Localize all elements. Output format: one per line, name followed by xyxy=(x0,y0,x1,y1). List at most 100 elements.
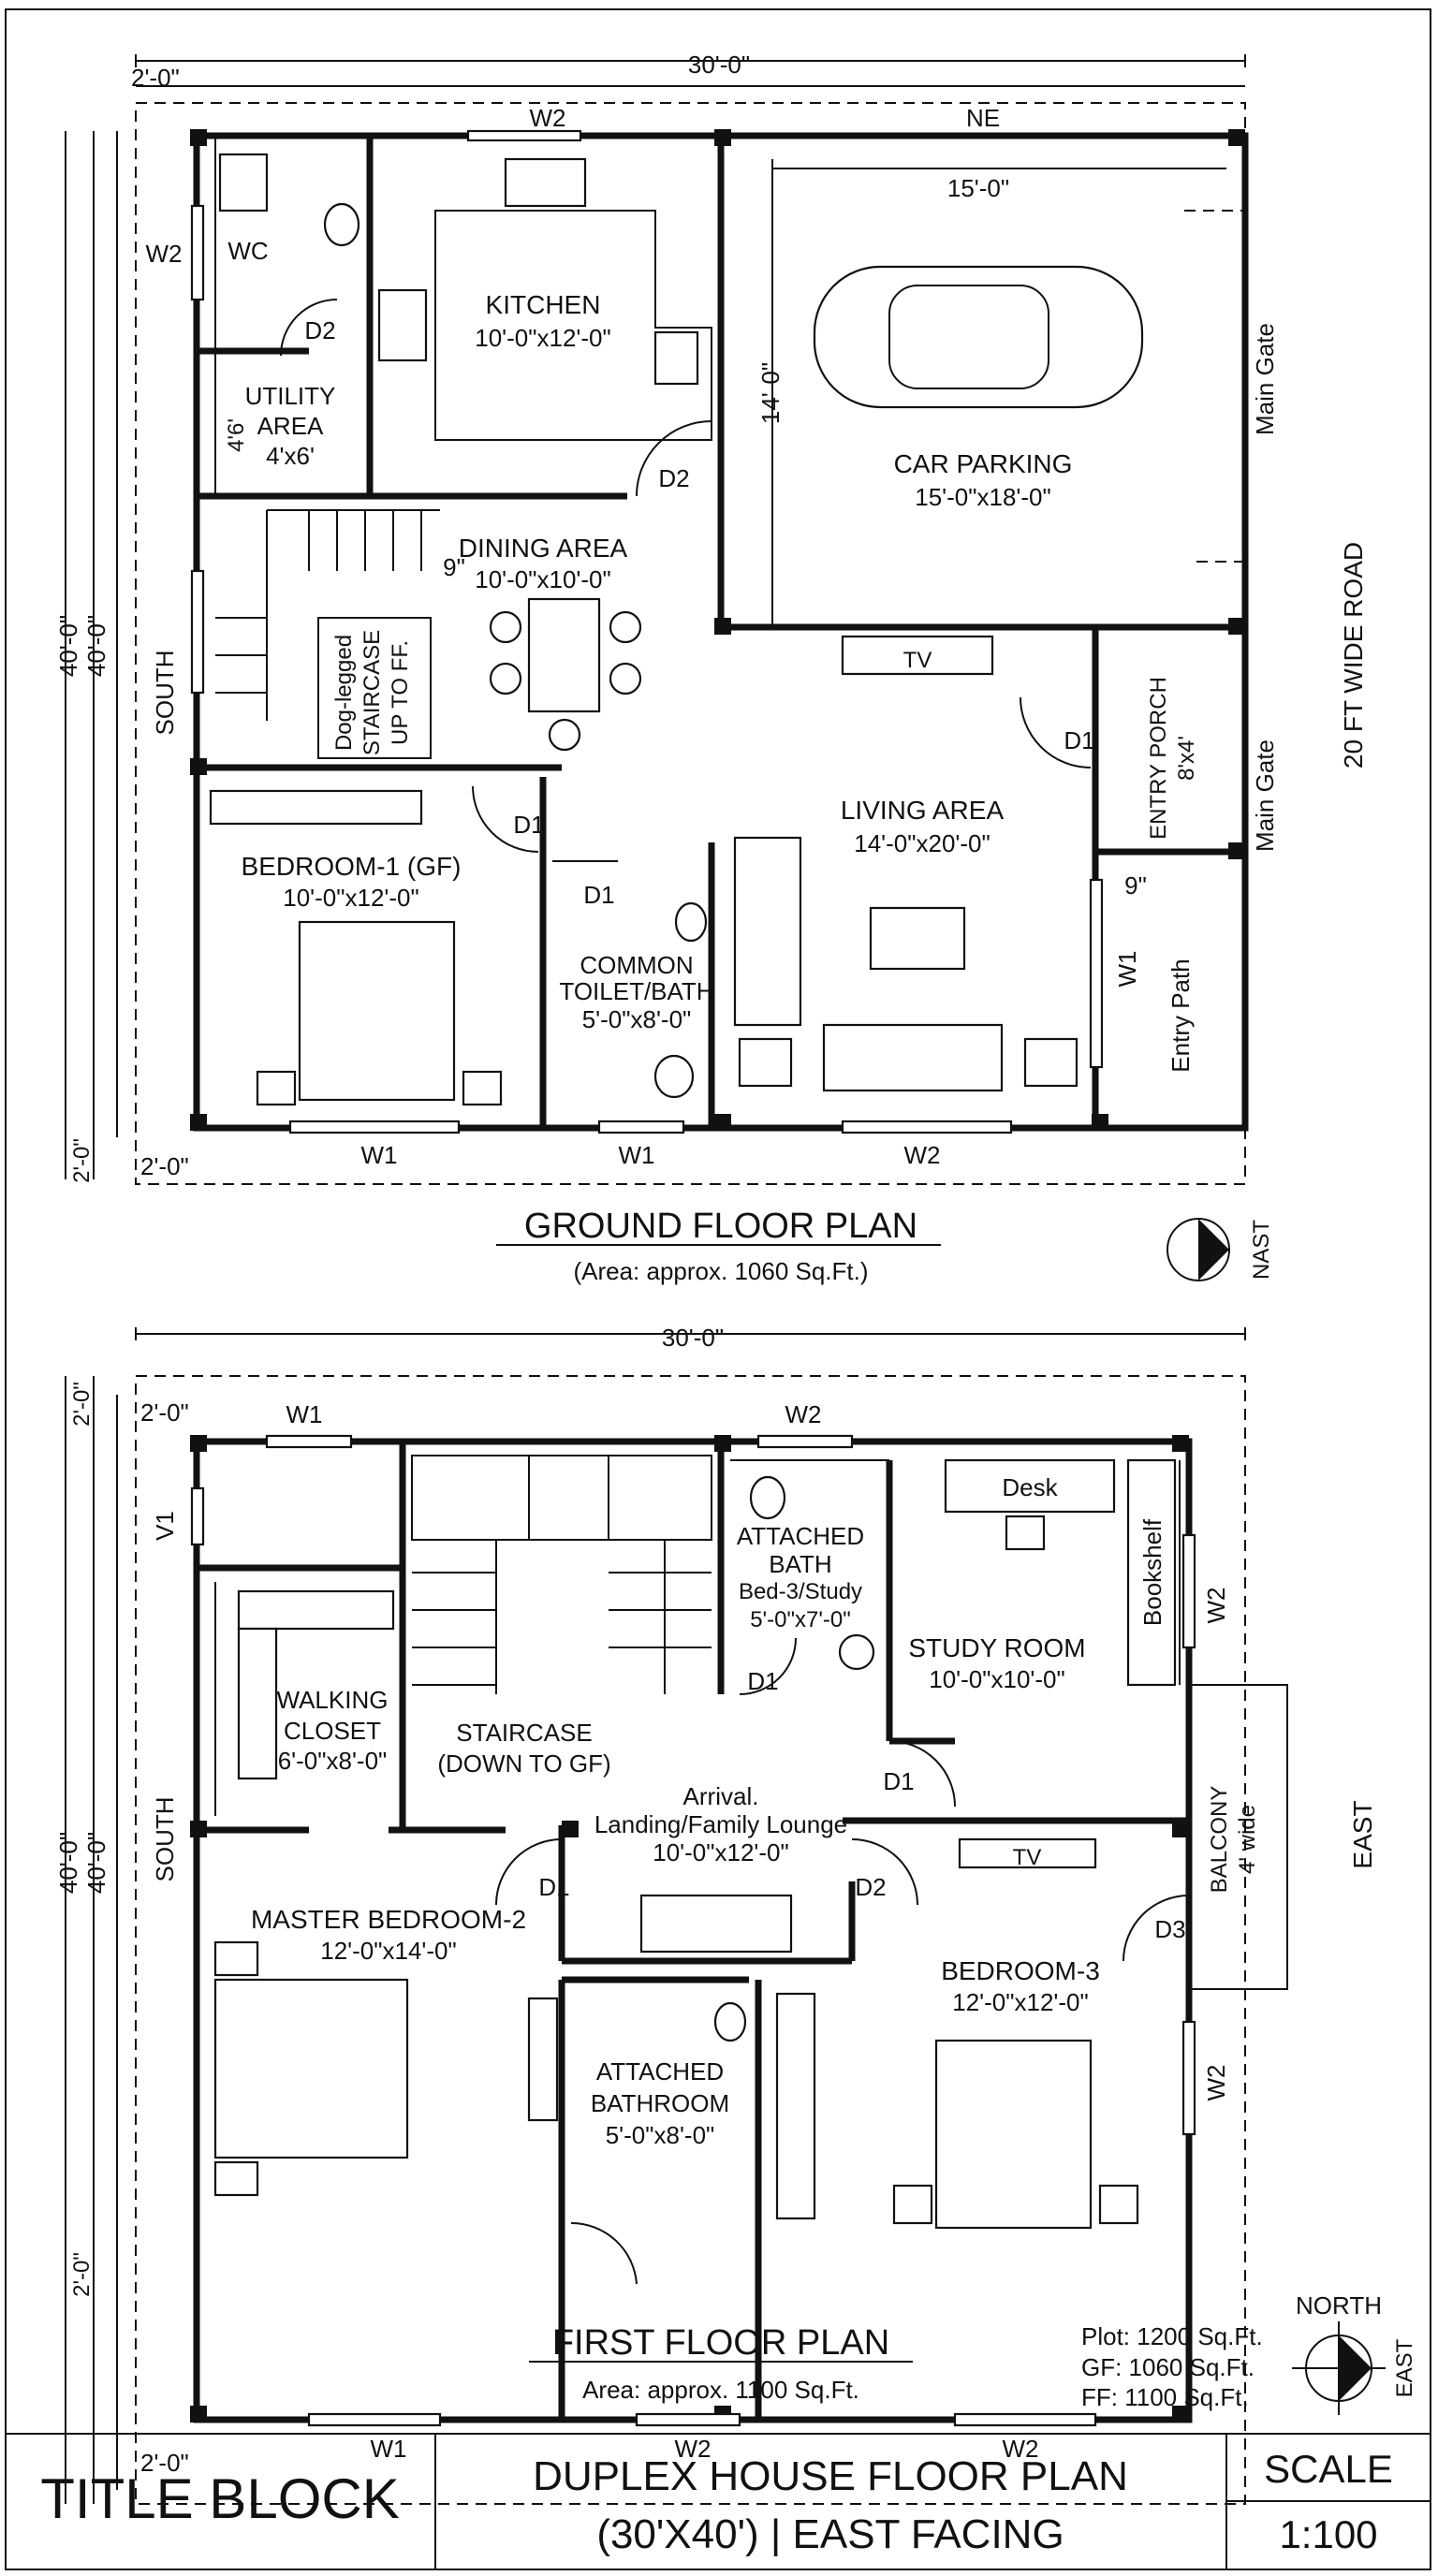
first-bottom-window-3: W2 xyxy=(1003,2435,1039,2463)
wc-label: WC xyxy=(227,237,268,265)
path-note-label: 9" xyxy=(1124,871,1147,900)
bookshelf-label: Bookshelf xyxy=(1138,1518,1167,1626)
bedroom1-bed xyxy=(298,920,456,1102)
utility-dimension-label: 4'6' xyxy=(224,418,249,452)
master-bed xyxy=(213,1978,409,2159)
bedroom1-label: BEDROOM-1 (GF) xyxy=(242,852,462,881)
tv-label-ground: TV xyxy=(903,648,932,673)
wc-window-label: W2 xyxy=(146,240,183,268)
closet-label-1: WALKING xyxy=(277,1686,389,1714)
entry-path-label: Entry Path xyxy=(1167,959,1195,1072)
entry-window-label: W1 xyxy=(1113,951,1141,988)
utility-label-3: 4'x6' xyxy=(266,442,315,470)
road-label: 20 FT WIDE ROAD xyxy=(1339,542,1368,768)
bottom-window-label-2: W1 xyxy=(619,1141,655,1169)
desk xyxy=(944,1458,1116,1514)
setback-top-label: 2'-0" xyxy=(131,64,180,92)
study-label: STUDY ROOM xyxy=(908,1633,1085,1662)
master-bath-label-2: BATHROOM xyxy=(591,2089,729,2117)
living-size-label: 14'-0"x20'-0" xyxy=(854,829,990,857)
staircase-label-3: UP TO FF. xyxy=(388,640,413,745)
bedroom1-size-label: 10'-0"x12'-0" xyxy=(283,884,418,912)
first-orientation-south: SOUTH xyxy=(151,1797,179,1882)
toilet-label-3: 5'-0"x8'-0" xyxy=(582,1005,692,1033)
tv-unit-ground xyxy=(841,635,994,676)
kitchen-counter xyxy=(434,210,712,441)
first-setback-bottom-left: 2'-0" xyxy=(69,2252,95,2297)
utility-label-2: AREA xyxy=(257,412,324,440)
parking-width-label: 15'-0" xyxy=(947,174,1009,202)
first-orientation-east: EAST xyxy=(1348,1800,1377,1868)
first-floor-title: FIRST FLOOR PLAN xyxy=(552,2323,889,2363)
parking-size-label: 15'-0"x18'-0" xyxy=(915,483,1050,511)
study-door-label: D1 xyxy=(883,1767,914,1795)
living-sofa-front xyxy=(822,1023,1004,1092)
north-label-first: NORTH xyxy=(1296,2291,1382,2320)
wc-fixture xyxy=(218,153,269,212)
overall-width-label: 30'-0" xyxy=(688,51,750,79)
dining-size-label: 10'-0"x10'-0" xyxy=(475,565,610,593)
stair-note-label: 9" xyxy=(443,553,465,581)
title-block: TITLE BLOCK DUPLEX HOUSE FLOOR PLAN (30'… xyxy=(6,2433,1431,2569)
scale-value: 1:100 xyxy=(1279,2512,1377,2556)
balcony-outline xyxy=(1188,1684,1288,1990)
first-floor-area: Area: approx. 1100 Sq.Ft. xyxy=(582,2376,859,2404)
dining-table xyxy=(527,597,601,713)
ground-floor-area: (Area: approx. 1060 Sq.Ft.) xyxy=(573,1257,868,1285)
closet-shelf-side xyxy=(237,1627,278,1780)
wc-door-label: D2 xyxy=(304,316,335,344)
kitchen-door-label: D2 xyxy=(658,464,689,492)
parking-depth-label: 14'-0" xyxy=(756,362,785,424)
desk-label: Desk xyxy=(1002,1473,1058,1501)
area-table-gf: GF: 1060 Sq.Ft. xyxy=(1081,2353,1255,2381)
north-side-label: EAST xyxy=(1392,2338,1417,2397)
toilet-label-2: TOILET/BATH xyxy=(559,977,713,1005)
staircase-first xyxy=(411,1455,712,1694)
bedroom3-label: BEDROOM-3 xyxy=(941,1956,1100,1985)
first-floor-plan: 30'-0" 40'-0" 40'-0" 2'-0" 2'-0" 2'-0" S… xyxy=(54,1324,1417,2505)
kitchen-size-label: 10'-0"x12'-0" xyxy=(475,324,610,352)
entry-porch-label: ENTRY PORCH xyxy=(1146,677,1171,840)
first-bottom-window-1: W1 xyxy=(371,2435,407,2463)
ground-floor-title: GROUND FLOOR PLAN xyxy=(524,1207,917,1246)
master-wardrobe xyxy=(527,1997,559,2122)
closet-label-2: CLOSET xyxy=(284,1717,381,1745)
first-side-window-2: W2 xyxy=(1202,2065,1230,2101)
lounge-sofa xyxy=(639,1894,793,1954)
first-bottom-window-2: W2 xyxy=(675,2435,712,2463)
bookshelf xyxy=(1126,1458,1177,1687)
bath-top-label-4: 5'-0"x7'-0" xyxy=(750,1607,851,1632)
first-top-window-2: W2 xyxy=(785,1400,822,1428)
title-block-label: TITLE BLOCK xyxy=(40,2467,399,2530)
tv-unit-first xyxy=(958,1837,1097,1869)
bottom-window-label-3: W2 xyxy=(904,1141,941,1169)
toilet-label-1: COMMON xyxy=(580,951,693,979)
north-label-ground: NAST xyxy=(1249,1220,1274,1280)
top-ne-label: NE xyxy=(966,104,1000,132)
area-table-plot: Plot: 1200 Sq.Ft. xyxy=(1081,2322,1263,2350)
lounge-label-2: Landing/Family Lounge xyxy=(594,1810,847,1838)
project-title-line-1: DUPLEX HOUSE FLOOR PLAN xyxy=(533,2453,1128,2499)
vent-label: V1 xyxy=(151,1511,179,1541)
living-sofa-side xyxy=(733,836,802,1027)
project-title-line-2: (30'X40') | EAST FACING xyxy=(596,2511,1064,2557)
orientation-south-label: SOUTH xyxy=(151,651,179,736)
lounge-label-1: Arrival. xyxy=(683,1782,759,1810)
kitchen-stove xyxy=(377,288,428,362)
master-bedroom-label: MASTER BEDROOM-2 xyxy=(251,1905,526,1934)
setback-bottom-label: 2'-0" xyxy=(140,1152,189,1180)
master-bedroom-size-label: 12'-0"x14'-0" xyxy=(320,1937,456,1965)
setback-bottom-left-label: 2'-0" xyxy=(69,1138,95,1183)
first-setback-top-left: 2'-0" xyxy=(69,1382,95,1427)
coffee-table xyxy=(869,906,966,971)
bedroom1-wardrobe xyxy=(209,789,423,826)
master-bath-label-3: 5'-0"x8'-0" xyxy=(606,2121,715,2149)
depth-label-outer: 40'-0" xyxy=(54,615,82,677)
bedroom3-wardrobe xyxy=(775,1992,816,2220)
living-label: LIVING AREA xyxy=(841,796,1005,825)
closet-shelf-top xyxy=(237,1589,395,1631)
kitchen-sink xyxy=(504,157,587,208)
sheet-border xyxy=(5,8,1431,2570)
staircase-ground: Dog-legged STAIRCASE UP TO FF. xyxy=(215,509,440,759)
first-depth-label-outer: 40'-0" xyxy=(54,1832,82,1894)
